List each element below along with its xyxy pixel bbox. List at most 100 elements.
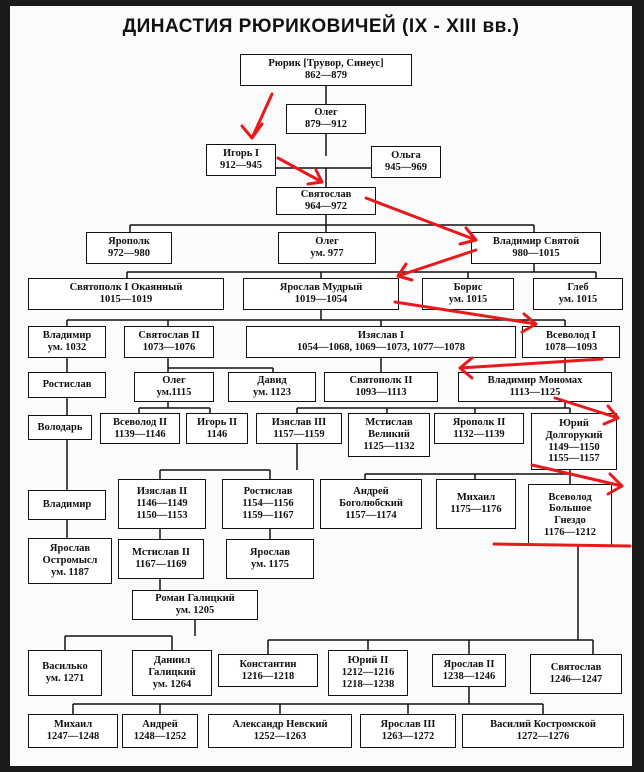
node-yaroslav-osmomysl: Ярослав Остромысл ум. 1187 bbox=[28, 538, 112, 584]
node-label: Ярослав Мудрый 1019—1054 bbox=[279, 282, 363, 305]
node-label: Володарь bbox=[37, 421, 83, 433]
node-label: Юрий Долгорукий 1149—1150 1155—1157 bbox=[545, 418, 603, 465]
node-vasily-kostromskoy: Василий Костромской 1272—1276 bbox=[462, 714, 624, 748]
node-vladimir-1032: Владимир ум. 1032 bbox=[28, 326, 106, 358]
node-label: Андрей Боголюбский 1157—1174 bbox=[339, 486, 403, 521]
dynasty-chart: ДИНАСТИЯ РЮРИКОВИЧЕЙ (IX - XIII вв.) bbox=[10, 6, 632, 766]
node-label: Святослав 1246—1247 bbox=[549, 662, 603, 685]
node-label: Роман Галицкий ум. 1205 bbox=[155, 593, 235, 616]
node-daniil-galitsky: Даниил Галицкий ум. 1264 bbox=[132, 650, 212, 696]
node-label: Владимир bbox=[42, 499, 92, 511]
node-rostislav-right: Ростислав 1154—1156 1159—1167 bbox=[222, 479, 314, 529]
node-svyatoslav: Святослав 964—972 bbox=[276, 187, 376, 215]
node-label: Олег 879—912 bbox=[305, 107, 347, 130]
node-label: Юрий II 1212—1216 1218—1238 bbox=[341, 655, 395, 690]
node-rurik: Рюрик [Трувор, Синеус] 862—879 bbox=[240, 54, 412, 86]
node-label: Даниил Галицкий ум. 1264 bbox=[148, 655, 196, 690]
node-vsevolod-bolshoe-gnezdo: Всеволод Большое Гнездо 1176—1212 bbox=[528, 484, 612, 546]
node-label: Василько ум. 1271 bbox=[42, 661, 88, 684]
node-label: Ярослав ум. 1175 bbox=[249, 547, 291, 570]
node-label: Изяслав I 1054—1068, 1069—1073, 1077—107… bbox=[297, 330, 465, 353]
node-oleg-veshchiy: Олег 879—912 bbox=[286, 104, 366, 134]
node-david: Давид ум. 1123 bbox=[228, 372, 316, 402]
node-mstislav2: Мстислав II 1167—1169 bbox=[118, 539, 204, 579]
node-vladimir-svyatoy: Владимир Святой 980—1015 bbox=[471, 232, 601, 264]
node-svyatopolk1: Святополк I Окаянный 1015—1019 bbox=[28, 278, 224, 310]
node-label: Олег ум.1115 bbox=[156, 375, 192, 398]
node-label: Ольга 945—969 bbox=[385, 150, 427, 173]
node-svyatoslav2: Святослав II 1073—1076 bbox=[124, 326, 214, 358]
node-mstislav-veliky: Мстислав Великий 1125—1132 bbox=[348, 413, 430, 457]
node-yaroslav3: Ярослав III 1263—1272 bbox=[360, 714, 456, 748]
node-label: Василий Костромской 1272—1276 bbox=[490, 719, 596, 742]
node-olga: Ольга 945—969 bbox=[371, 146, 441, 178]
node-igor2: Игорь II 1146 bbox=[186, 413, 248, 444]
node-yuri2: Юрий II 1212—1216 1218—1238 bbox=[328, 650, 408, 696]
chart-title: ДИНАСТИЯ РЮРИКОВИЧЕЙ (IX - XIII вв.) bbox=[122, 16, 520, 37]
node-label: Давид ум. 1123 bbox=[253, 375, 291, 398]
node-label: Игорь II 1146 bbox=[196, 416, 238, 440]
tree-connectors bbox=[64, 86, 597, 714]
node-label: Всеволод Большое Гнездо 1176—1212 bbox=[544, 491, 596, 538]
node-label: Ярополк 972—980 bbox=[108, 236, 150, 259]
node-label: Олег ум. 977 bbox=[310, 236, 344, 259]
node-label: Михаил 1175—1176 bbox=[450, 492, 502, 515]
node-label: Ростислав bbox=[42, 379, 92, 391]
node-label: Борис ум. 1015 bbox=[448, 282, 488, 305]
node-svyatopolk2: Святополк II 1093—1113 bbox=[324, 372, 438, 402]
node-label: Ростислав 1154—1156 1159—1167 bbox=[242, 486, 294, 521]
node-rostislav-left: Ростислав bbox=[28, 372, 106, 398]
node-label: Мстислав II 1167—1169 bbox=[131, 547, 191, 570]
node-vasilko: Василько ум. 1271 bbox=[28, 650, 102, 696]
node-label: Рюрик [Трувор, Синеус] 862—879 bbox=[268, 58, 384, 81]
node-label: Глеб ум. 1015 bbox=[558, 282, 598, 305]
node-label: Святослав 964—972 bbox=[300, 189, 352, 212]
node-svyatoslav-bottom: Святослав 1246—1247 bbox=[530, 654, 622, 694]
node-izyaslav3: Изяслав III 1157—1159 bbox=[256, 413, 342, 444]
node-roman-galitsky: Роман Галицкий ум. 1205 bbox=[132, 590, 258, 620]
node-gleb: Глеб ум. 1015 bbox=[533, 278, 623, 310]
node-label: Владимир Мономах 1113—1125 bbox=[487, 375, 583, 398]
node-label: Изяслав II 1146—1149 1150—1153 bbox=[136, 486, 188, 521]
node-label: Ярополк II 1132—1139 bbox=[452, 416, 506, 440]
node-yaroslav-1175: Ярослав ум. 1175 bbox=[226, 539, 314, 579]
node-oleg-drevlyansky: Олег ум. 977 bbox=[278, 232, 376, 264]
node-vladimir-monomakh: Владимир Мономах 1113—1125 bbox=[458, 372, 612, 402]
node-label: Владимир Святой 980—1015 bbox=[492, 236, 580, 259]
node-label: Ярослав II 1238—1246 bbox=[442, 658, 496, 682]
node-mikhail-bottom: Михаил 1247—1248 bbox=[28, 714, 118, 748]
node-konstantin: Константин 1216—1218 bbox=[218, 654, 318, 687]
node-vsevolod1: Всеволод I 1078—1093 bbox=[522, 326, 620, 358]
node-label: Александр Невский 1252—1263 bbox=[232, 719, 328, 742]
node-yaropolk2: Ярополк II 1132—1139 bbox=[434, 413, 524, 444]
node-yaroslav2: Ярослав II 1238—1246 bbox=[432, 654, 506, 687]
node-label: Изяслав III 1157—1159 bbox=[271, 416, 327, 440]
node-label: Андрей 1248—1252 bbox=[133, 719, 187, 742]
node-izyaslav1: Изяслав I 1054—1068, 1069—1073, 1077—107… bbox=[246, 326, 516, 358]
node-mikhail: Михаил 1175—1176 bbox=[436, 479, 516, 529]
node-label: Мстислав Великий 1125—1132 bbox=[363, 417, 415, 452]
node-alexander-nevsky: Александр Невский 1252—1263 bbox=[208, 714, 352, 748]
node-label: Святополк I Окаянный 1015—1019 bbox=[69, 282, 183, 305]
node-andrey-bottom: Андрей 1248—1252 bbox=[122, 714, 198, 748]
node-label: Ярослав Остромысл ум. 1187 bbox=[42, 543, 98, 578]
node-vladimir-left: Владимир bbox=[28, 490, 106, 520]
node-label: Ярослав III 1263—1272 bbox=[380, 719, 436, 742]
node-oleg-1115: Олег ум.1115 bbox=[134, 372, 214, 402]
node-yuri-dolgoruky: Юрий Долгорукий 1149—1150 1155—1157 bbox=[531, 413, 617, 470]
node-label: Святослав II 1073—1076 bbox=[138, 330, 200, 353]
node-volodar: Володарь bbox=[28, 415, 92, 440]
node-boris: Борис ум. 1015 bbox=[422, 278, 514, 310]
node-yaroslav-mudry: Ярослав Мудрый 1019—1054 bbox=[243, 278, 399, 310]
node-vsevolod2: Всеволод II 1139—1146 bbox=[100, 413, 180, 444]
node-andrey-bogolyubsky: Андрей Боголюбский 1157—1174 bbox=[320, 479, 422, 529]
node-label: Владимир ум. 1032 bbox=[42, 330, 92, 353]
node-izyaslav2: Изяслав II 1146—1149 1150—1153 bbox=[118, 479, 206, 529]
node-label: Игорь I 912—945 bbox=[220, 148, 262, 171]
node-label: Всеволод II 1139—1146 bbox=[112, 416, 168, 440]
node-label: Всеволод I 1078—1093 bbox=[544, 330, 598, 353]
node-yaropolk: Ярополк 972—980 bbox=[86, 232, 172, 264]
node-label: Михаил 1247—1248 bbox=[46, 719, 100, 742]
node-label: Святополк II 1093—1113 bbox=[349, 375, 413, 398]
node-igor: Игорь I 912—945 bbox=[206, 144, 276, 176]
